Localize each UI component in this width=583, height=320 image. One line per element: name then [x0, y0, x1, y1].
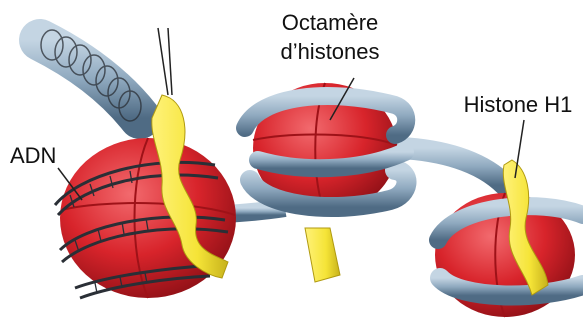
- label-octamere-line2: d’histones: [280, 39, 379, 64]
- leader-top: [158, 28, 168, 95]
- label-adn: ADN: [10, 143, 56, 168]
- histone-h1-center: [305, 228, 340, 282]
- label-histone-h1: Histone H1: [464, 92, 573, 117]
- nucleosome-right: [435, 160, 583, 317]
- nucleosome-center: [245, 83, 406, 282]
- label-octamere-line1: Octamère: [282, 10, 379, 35]
